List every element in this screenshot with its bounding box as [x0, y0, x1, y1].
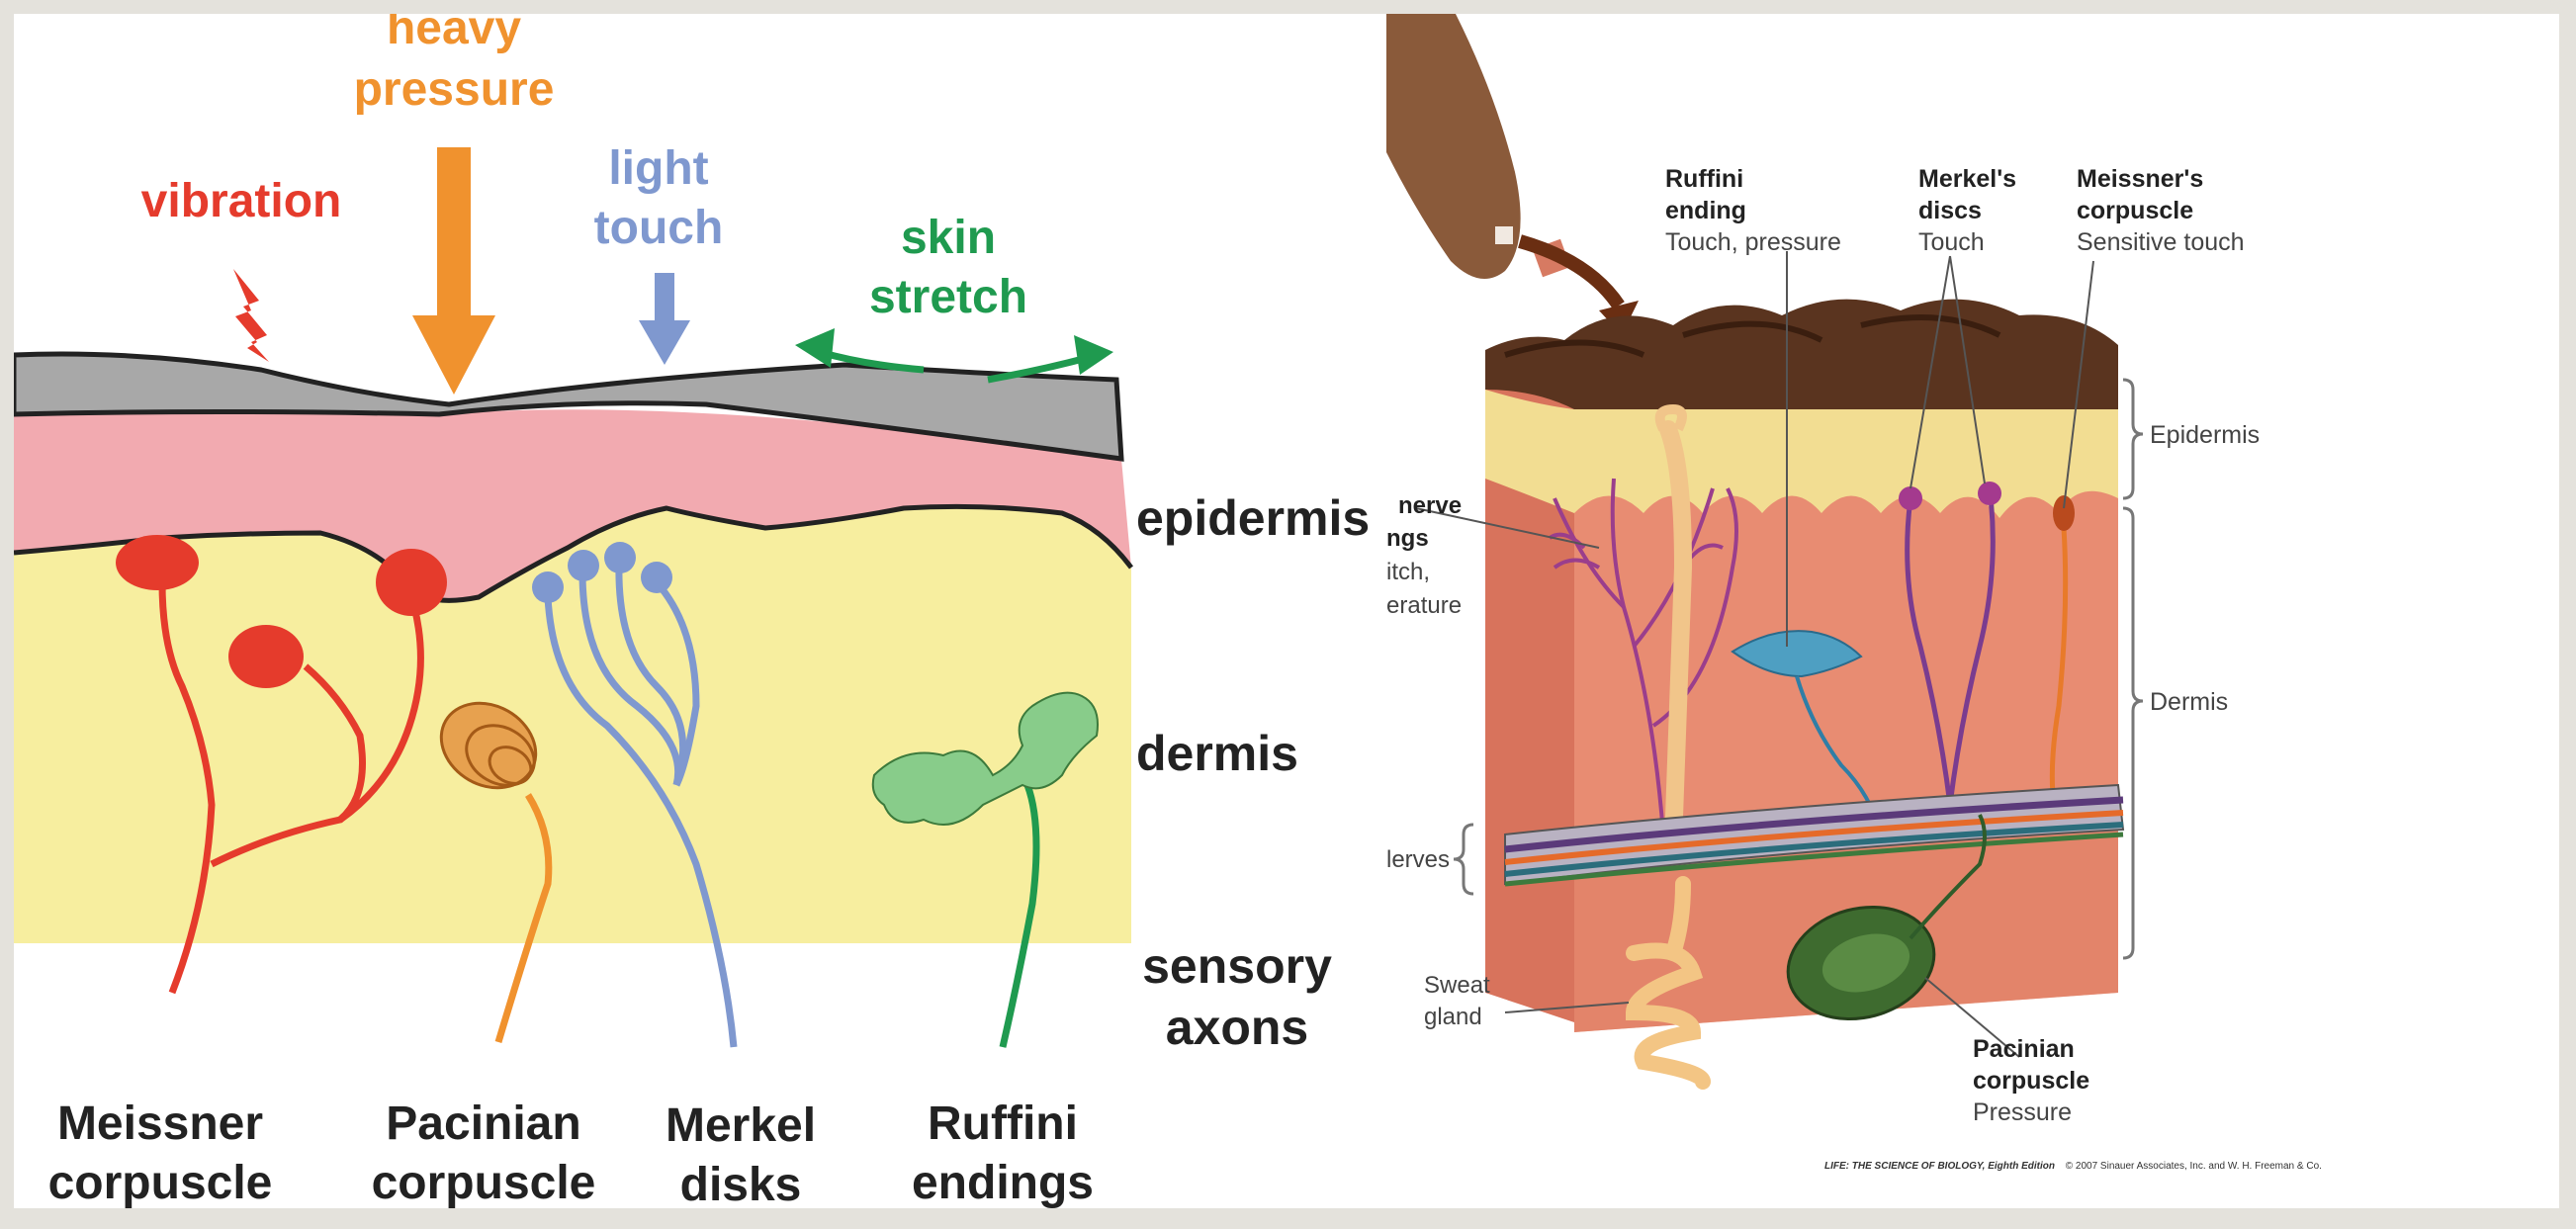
- right-diagram-panel: Ruffini ending Touch, pressure Merkel's …: [1386, 14, 2559, 1208]
- sensory-axons-label-line2: axons: [1166, 1000, 1309, 1055]
- pacinian-name-line2: corpuscle: [1973, 1067, 2089, 1095]
- vibration-arrow: [233, 269, 269, 362]
- epidermis-bracket: [2123, 380, 2143, 498]
- magnify-arrow: [1520, 241, 1619, 306]
- free-nerve-function-line2: erature: [1386, 592, 1462, 619]
- meissner-name-line1: Meissner's: [2077, 165, 2203, 193]
- free-nerve-name-line2: ngs: [1386, 525, 1429, 552]
- credit-bold: LIFE: THE SCIENCE OF BIOLOGY, Eighth Edi…: [1824, 1161, 2055, 1172]
- right-diagram: Ruffini ending Touch, pressure Merkel's …: [1386, 14, 2559, 1208]
- merkel-function: Touch: [1918, 228, 1985, 256]
- light-touch-arrow: [639, 273, 690, 365]
- sweat-gland-line1: Sweat: [1424, 972, 1490, 999]
- dermis-bracket: [2123, 508, 2143, 958]
- epidermis-label: epidermis: [1136, 490, 1370, 546]
- epidermis-layer-label: Epidermis: [2150, 421, 2260, 449]
- skin-stretch-label-line1: skin: [901, 212, 996, 264]
- nerves-label: lerves: [1386, 846, 1450, 873]
- left-diagram-panel: vibration heavy pressure light touch ski…: [14, 14, 1386, 1208]
- credit-line: LIFE: THE SCIENCE OF BIOLOGY, Eighth Edi…: [1824, 1161, 2322, 1172]
- receptor-label-merkel-line1: Merkel: [666, 1099, 816, 1152]
- ruffini-function: Touch, pressure: [1665, 228, 1841, 256]
- heavy-pressure-label-line2: pressure: [354, 63, 555, 116]
- sweat-gland-line2: gland: [1424, 1004, 1482, 1030]
- merkel-name-line2: discs: [1918, 197, 1982, 224]
- vibration-label: vibration: [141, 175, 342, 227]
- ruffini-name-line2: ending: [1665, 197, 1746, 224]
- receptor-label-merkel-line2: disks: [680, 1159, 802, 1208]
- free-nerve-function-line1: itch,: [1386, 559, 1430, 585]
- heavy-pressure-label-line1: heavy: [387, 14, 521, 54]
- skin-surface: [1485, 300, 2118, 409]
- receptor-label-meissner-line2: corpuscle: [48, 1157, 273, 1208]
- pacinian-function: Pressure: [1973, 1098, 2072, 1126]
- left-diagram: vibration heavy pressure light touch ski…: [14, 14, 1386, 1208]
- free-nerve-name-line1: nerve: [1398, 492, 1462, 519]
- receptor-label-pacinian-line1: Pacinian: [386, 1097, 580, 1150]
- heavy-pressure-arrow: [412, 147, 495, 395]
- merkel-name-line1: Merkel's: [1918, 165, 2016, 193]
- credit-rest: © 2007 Sinauer Associates, Inc. and W. H…: [2066, 1161, 2322, 1172]
- pacinian-name-line1: Pacinian: [1973, 1035, 2075, 1063]
- dermis-label: dermis: [1136, 726, 1298, 781]
- meissner-name-line2: corpuscle: [2077, 197, 2193, 224]
- receptor-label-ruffini-line1: Ruffini: [928, 1097, 1078, 1150]
- meissner-function: Sensitive touch: [2077, 228, 2245, 256]
- receptor-label-ruffini-line2: endings: [912, 1157, 1094, 1208]
- nerves-bracket: [1454, 825, 1473, 894]
- light-touch-label-line1: light: [608, 142, 708, 195]
- receptor-label-meissner-line1: Meissner: [57, 1097, 263, 1150]
- ruffini-name-line1: Ruffini: [1665, 165, 1743, 193]
- light-touch-label-line2: touch: [594, 202, 724, 254]
- sensory-axons-label-line1: sensory: [1142, 938, 1332, 994]
- dermis-layer-label: Dermis: [2150, 688, 2228, 716]
- receptor-label-pacinian-line2: corpuscle: [372, 1157, 596, 1208]
- skin-stretch-label-line2: stretch: [869, 271, 1027, 323]
